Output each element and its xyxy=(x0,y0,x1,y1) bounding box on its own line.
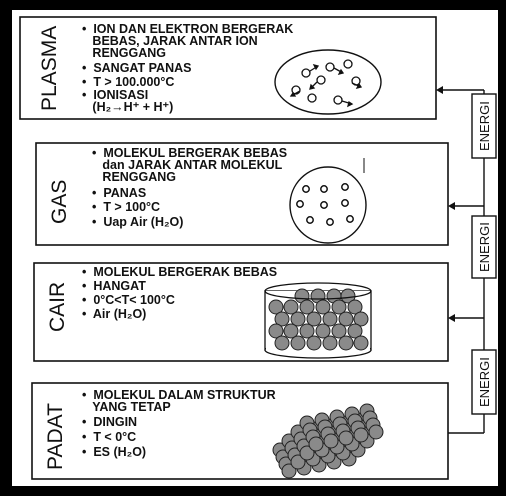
energi-box-middle: ENERGI xyxy=(472,216,496,278)
padat-line-5: • ES (H₂O) xyxy=(82,445,146,459)
solid-molecule xyxy=(369,425,383,439)
gas-line-6: • Uap Air (H₂O) xyxy=(92,215,183,229)
padat-line-2: YANG TETAP xyxy=(82,400,171,414)
cair-line-4: • Air (H₂O) xyxy=(82,307,146,321)
padat-line-4: • T < 0°C xyxy=(82,430,136,444)
panel-cair-label: CAIR xyxy=(46,282,69,332)
plasma-container-ellipse xyxy=(275,50,381,114)
liquid-molecule xyxy=(354,336,368,350)
energi-arrow-plasma-head xyxy=(436,86,443,94)
diagram-canvas: PLASMA • ION DAN ELEKTRON BERGERAK BEBAS… xyxy=(12,10,498,486)
liquid-cylinder-illustration xyxy=(265,283,371,358)
solid-molecule xyxy=(324,434,338,448)
panel-plasma-label: PLASMA xyxy=(38,26,61,111)
energi-label-top: ENERGI xyxy=(477,101,492,151)
energi-box-bottom: ENERGI xyxy=(472,350,496,414)
panel-cair: CAIR • MOLEKUL BERGERAK BEBAS • HANGAT •… xyxy=(34,263,448,361)
gas-particles-illustration xyxy=(290,167,366,243)
energi-label-middle: ENERGI xyxy=(477,222,492,272)
panel-plasma: PLASMA • ION DAN ELEKTRON BERGERAK BEBAS… xyxy=(20,17,436,119)
energi-arrow-gas-head xyxy=(448,202,455,210)
energi-connectors: ENERGI ENERGI ENERGI xyxy=(436,86,496,433)
panel-gas-label: GAS xyxy=(48,180,71,224)
plasma-line-5: • T > 100.000°C xyxy=(82,75,174,89)
gas-line-5: • T > 100°C xyxy=(92,200,160,214)
plasma-line-4: • SANGAT PANAS xyxy=(82,61,191,75)
energi-arrow-cair-head xyxy=(448,314,455,322)
gas-line-4: • PANAS xyxy=(92,186,146,200)
cair-line-1: • MOLEKUL BERGERAK BEBAS xyxy=(82,265,277,279)
states-of-matter-diagram: PLASMA • ION DAN ELEKTRON BERGERAK BEBAS… xyxy=(12,10,498,486)
plasma-particles-illustration xyxy=(275,50,381,114)
cair-line-2: • HANGAT xyxy=(82,279,146,293)
plasma-line-3: RENGGANG xyxy=(82,46,166,60)
panel-padat-label: PADAT xyxy=(44,403,67,470)
plasma-line-7: (H₂→H⁺ + H⁺) xyxy=(82,100,173,114)
liquid-molecule xyxy=(323,336,337,350)
liquid-molecule xyxy=(339,336,353,350)
padat-line-3: • DINGIN xyxy=(82,415,137,429)
liquid-molecule xyxy=(275,336,289,350)
solid-molecule xyxy=(309,437,323,451)
panel-padat: PADAT • MOLEKUL DALAM STRUKTUR YANG TETA… xyxy=(32,383,448,479)
liquid-molecule xyxy=(291,336,305,350)
liquid-molecule xyxy=(307,336,321,350)
energi-box-top: ENERGI xyxy=(472,94,496,158)
solid-molecule xyxy=(354,428,368,442)
gas-container-circle xyxy=(290,167,366,243)
solid-molecule xyxy=(339,431,353,445)
gas-line-3: RENGGANG xyxy=(92,170,176,184)
cair-line-3: • 0°C<T< 100°C xyxy=(82,293,175,307)
panel-gas: GAS • MOLEKUL BERGERAK BEBAS dan JARAK A… xyxy=(36,143,448,245)
energi-label-bottom: ENERGI xyxy=(477,357,492,407)
